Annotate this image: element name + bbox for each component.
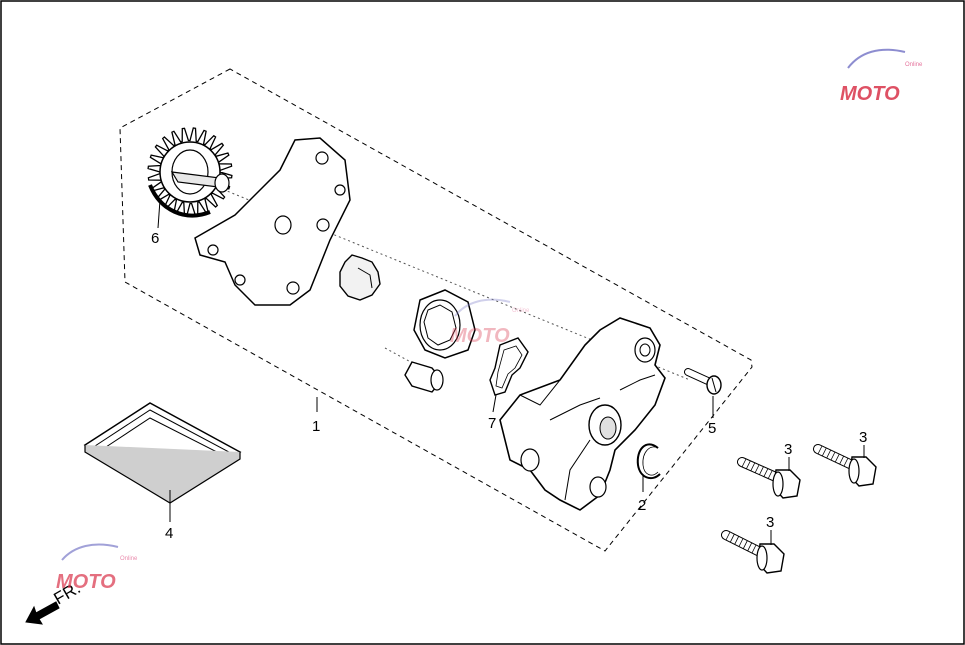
watermark-top-right: MOTO Online [840, 48, 923, 105]
bolt-thread [745, 460, 751, 470]
bolt-thread [826, 449, 832, 459]
callout-2: 2 [638, 497, 646, 514]
gear-part-6 [147, 127, 233, 218]
leader-lines [157, 199, 865, 545]
outer-rotor [413, 289, 476, 359]
strainer-part-4 [83, 402, 242, 504]
watermark-logo-subtext: Online [120, 556, 138, 562]
bolt-thread [839, 455, 845, 465]
bolt-thread [843, 457, 849, 467]
pump-cover-plate [194, 137, 351, 306]
bolt-thread [742, 540, 748, 549]
bolt-part-3-b [813, 444, 877, 487]
front-arrow-icon [25, 601, 60, 625]
screw-part-5 [684, 368, 722, 395]
oil-pump-body [499, 317, 666, 511]
bolt-thread [754, 464, 760, 474]
bolt-thread [734, 536, 740, 545]
bolt-part-3-c [721, 530, 785, 574]
callout-3-c: 3 [766, 514, 774, 531]
watermark-logo-subtext: Online [512, 308, 530, 314]
callout-4: 4 [165, 525, 173, 542]
inner-rotor [339, 254, 381, 301]
watermark-bottom-left: MOTO Online [56, 543, 138, 593]
callout-3-b: 3 [859, 429, 867, 446]
watermark-logo-subtext: Online [905, 62, 923, 68]
watermark-logo-text: MOTO [450, 325, 510, 347]
callout-7: 7 [488, 415, 496, 432]
bolt-thread [821, 447, 827, 457]
bolt-thread [830, 451, 836, 461]
circlip-part-2 [636, 443, 661, 480]
bolt-thread [750, 462, 756, 472]
bolt-thread [725, 531, 731, 541]
bolt-thread [763, 468, 769, 478]
bolt-thread [817, 445, 823, 455]
bolt-thread [767, 470, 773, 480]
bolt-thread [729, 534, 735, 543]
gasket-part-7 [489, 337, 529, 413]
watermark-logo-text: MOTO [56, 571, 116, 593]
bolt-thread [747, 542, 753, 551]
dowel-pin [404, 361, 444, 393]
watermark-center: MOTO Online [450, 298, 530, 347]
bolt-thread [834, 453, 840, 463]
bolt-thread [738, 538, 744, 547]
bolt-thread [758, 466, 764, 476]
bolt-thread [751, 544, 757, 554]
assembly-group-outline [119, 68, 753, 552]
callout-6: 6 [151, 230, 159, 247]
callout-3-a: 3 [784, 441, 792, 458]
bolt-thread [741, 458, 747, 468]
watermark-logo-text: MOTO [840, 83, 900, 105]
gear-rim-shadow [148, 184, 211, 218]
callout-1: 1 [312, 418, 320, 435]
bolt-part-3-a [737, 457, 801, 499]
callout-5: 5 [708, 420, 716, 437]
